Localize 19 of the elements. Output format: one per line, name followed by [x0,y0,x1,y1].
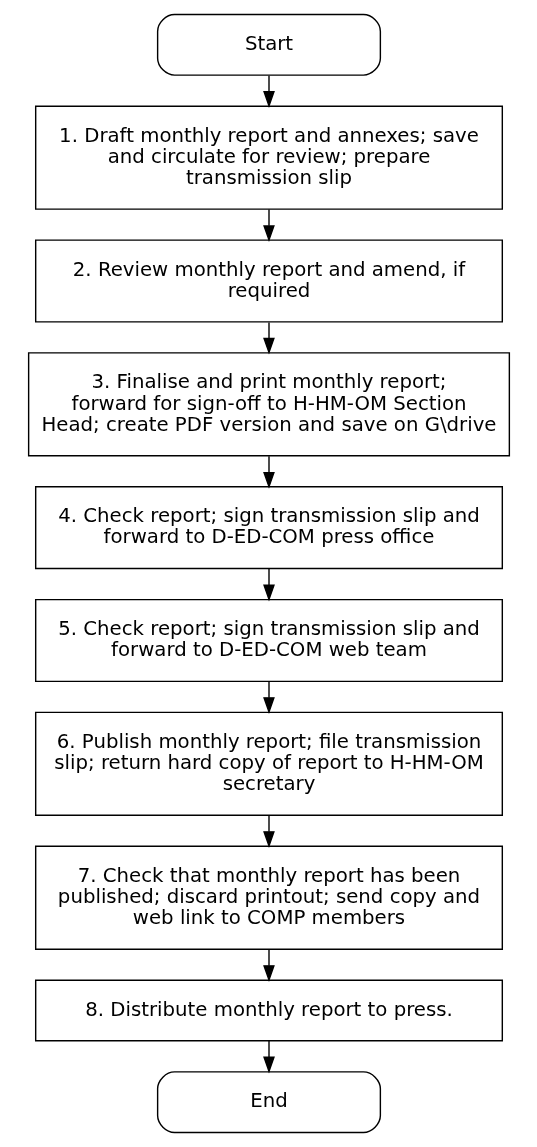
arrow [262,814,275,849]
node-box: 5. Check report; sign transmission slip and forward to D-ED-COM web team [34,598,503,683]
node-box: 4. Check report; sign transmission slip and forward to D-ED-COM press office [34,486,503,570]
node-box: 7. Check that monthly report has been published; discard printout; send copy and web link to COMP members [34,845,503,950]
node-box: 3. Finalise and print monthly report; forward for sign-off to H-HM-OM Section Head; create PDF version and save on G\drive [27,352,510,457]
arrow [262,208,275,243]
node-box: 8. Distribute monthly report to press. [34,979,503,1042]
arrow [262,455,275,489]
arrow [262,948,275,983]
arrow [262,681,275,715]
node-box: 2. Review monthly report and amend, if required [34,239,503,323]
arrow [262,1040,275,1074]
arrow [262,321,275,355]
node-box: 1. Draft monthly report and annexes; save and circulate for review; prepare transmission slip [34,105,503,210]
arrow [262,75,275,108]
node-box: 6. Publish monthly report; file transmission slip; return hard copy of report to H-HM-OM secretary [34,711,503,816]
arrow [262,568,275,602]
node-box: Start [156,13,381,76]
node-box: End [156,1071,381,1134]
